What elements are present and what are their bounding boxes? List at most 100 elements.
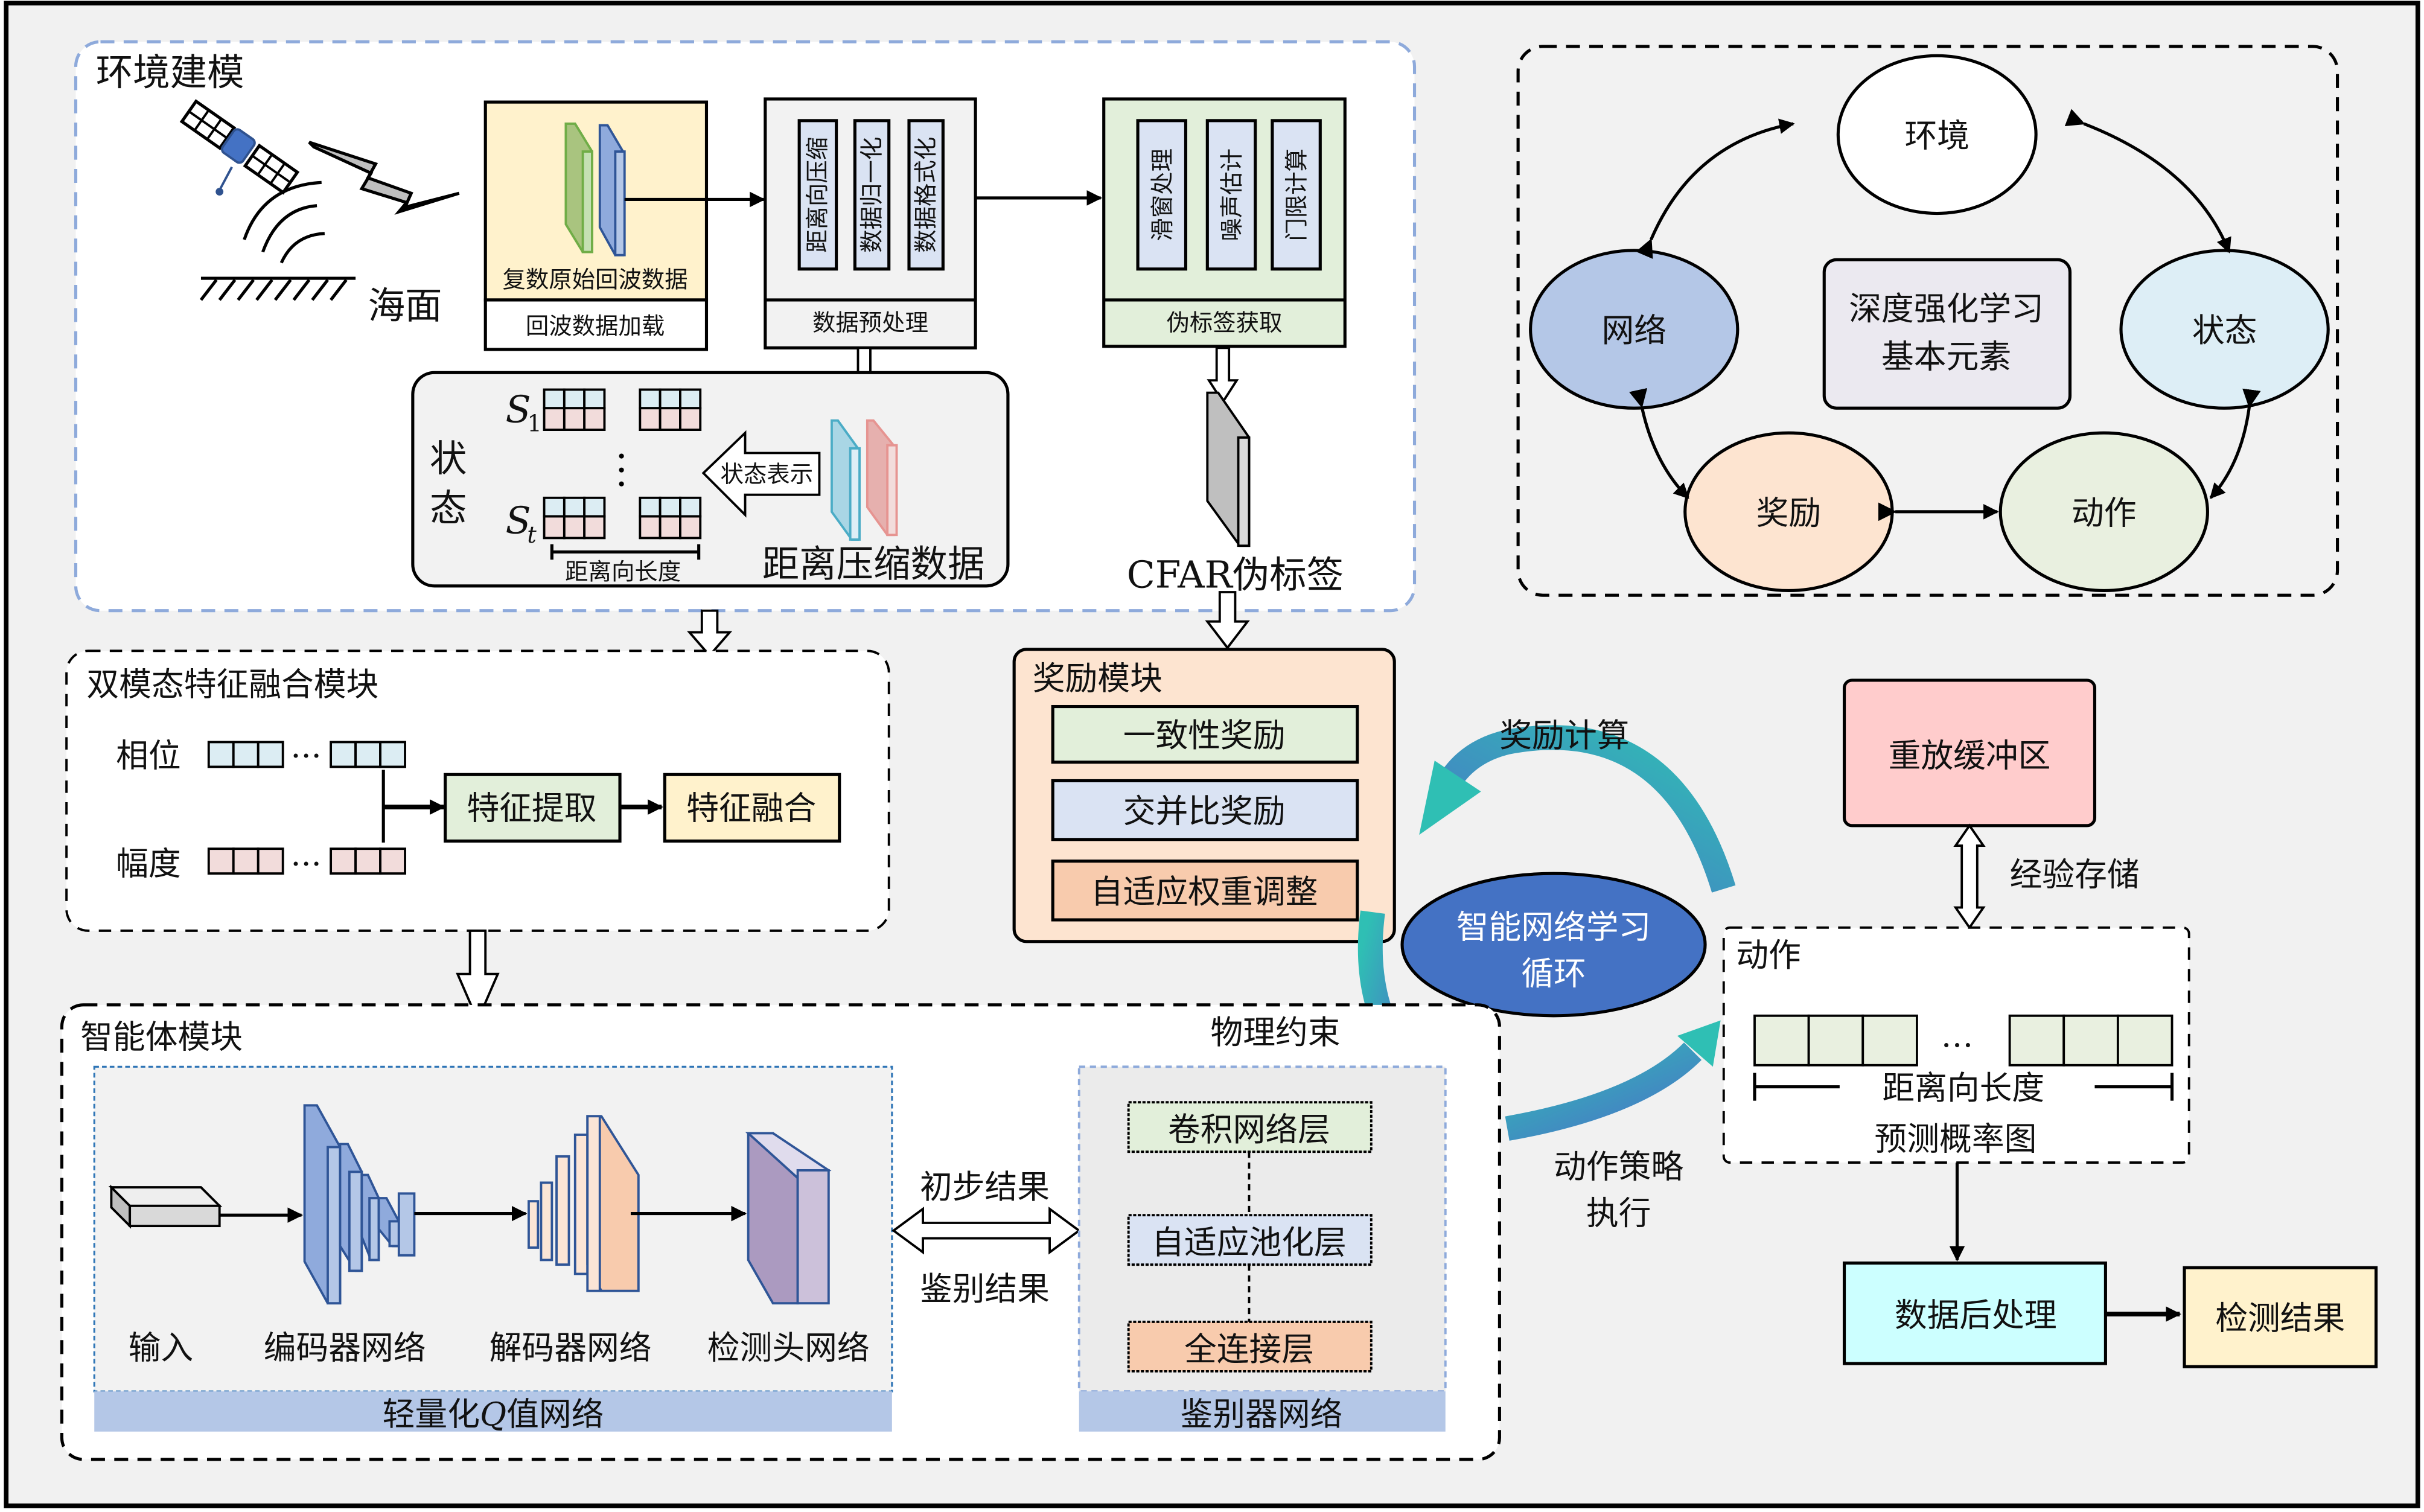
- reward-item-label: 交并比奖励: [1123, 793, 1286, 831]
- loop-arrow-action: [1505, 1042, 1702, 1141]
- echo-data-label: 复数原始回波数据: [502, 266, 687, 293]
- disc-layer-conv: [1127, 1101, 1373, 1153]
- input-block-icon: [108, 1184, 223, 1229]
- reward-item-adaptive: [1051, 860, 1359, 922]
- action-exec-label-2: 执行: [1586, 1195, 1651, 1233]
- env-title: 环境建模: [96, 51, 244, 94]
- action-box: 动作 … 距离向长度 预测概率图: [1722, 926, 2190, 1164]
- drl-node-environment: [1836, 54, 2038, 215]
- action-box-title: 动作: [1736, 936, 1801, 974]
- reward-calc-label: 奖励计算: [1499, 716, 1629, 754]
- reward-module-title: 奖励模块: [1033, 659, 1163, 697]
- detection-head-icon: [745, 1132, 832, 1305]
- preproc-caption: 数据预处理: [812, 310, 928, 337]
- state-cells: [543, 388, 702, 540]
- drl-center-label: 深度强化学习: [1849, 290, 2044, 328]
- fusion-module: 双模态特征融合模块 相位 幅度 ··· ··· 特征提取 特征融合: [65, 649, 890, 932]
- ellipsis: ···: [291, 736, 322, 774]
- stage-label: 解码器网络: [490, 1329, 652, 1367]
- grid-cell: [543, 515, 566, 540]
- physics-constraint-label: 物理约束: [1210, 1013, 1340, 1051]
- qnet-caption: 轻量化Q值网络: [383, 1396, 604, 1434]
- grid-cell: [543, 388, 566, 410]
- disc-layer-label: 自适应池化层: [1152, 1223, 1347, 1262]
- echo-data-icon: [564, 123, 626, 257]
- grid-cell: [354, 741, 381, 768]
- drl-center-label-2: 基本元素: [1881, 338, 2011, 376]
- grid-cell: [563, 515, 586, 540]
- grid-cell: [379, 741, 406, 768]
- lightning-icon: [308, 141, 460, 215]
- grid-cell: [379, 847, 406, 875]
- grid-cell: [1753, 1014, 1810, 1067]
- drl-node-action-label: 动作: [2072, 494, 2137, 532]
- grid-cell: [257, 847, 284, 875]
- grid-cell: [583, 496, 606, 518]
- grid-cell: [207, 847, 235, 875]
- grid-cell: [2008, 1014, 2065, 1067]
- fusion-title: 双模态特征融合模块: [86, 666, 378, 704]
- grid-cell: [583, 388, 606, 410]
- loop-center-label: 智能网络学习: [1456, 908, 1651, 946]
- state-repr-arrow: [701, 430, 821, 518]
- drl-node-network-label: 网络: [1601, 311, 1666, 349]
- arrow-cfar-to-reward: [1205, 591, 1250, 650]
- action-exec-label: 动作策略: [1554, 1148, 1683, 1186]
- prob-map-label: 预测概率图: [1875, 1120, 2037, 1158]
- grid-cell: [330, 847, 357, 875]
- state-st-sub: t: [527, 522, 537, 549]
- sea-surface-icon: [199, 276, 356, 301]
- preproc-item: 数据归一化: [858, 137, 885, 253]
- reward-item-label: 自适应权重调整: [1091, 873, 1318, 911]
- sea-label: 海面: [368, 285, 442, 328]
- drl-arrows: [1629, 109, 2261, 522]
- grid-cell: [659, 388, 681, 410]
- grid-cell: [543, 407, 566, 432]
- grid-cell: [659, 407, 681, 432]
- grid-cell: [659, 515, 681, 540]
- grid-cell: [1861, 1014, 1918, 1067]
- length-label: 距离向长度: [565, 559, 681, 586]
- pseudo-caption: 伪标签获取: [1166, 310, 1282, 337]
- grid-cell: [583, 515, 606, 540]
- grid-cell: [330, 741, 357, 768]
- grid-cell: [563, 496, 586, 518]
- ellipsis: ···: [291, 845, 322, 883]
- grid-cell: [207, 741, 235, 768]
- preproc-items: 距离向压缩 数据归一化 数据格式化: [797, 119, 945, 271]
- loop-arrow-reward-calc: [1440, 725, 1736, 893]
- feature-extract-label: 特征提取: [467, 789, 597, 828]
- reward-item-consistency: [1051, 704, 1359, 764]
- pseudo-item: 噪声估计: [1219, 148, 1246, 241]
- decoder-icon: [528, 1115, 640, 1292]
- stage-label: 检测头网络: [707, 1329, 870, 1367]
- discriminator-caption: 鉴别器网络: [1181, 1396, 1343, 1434]
- echo-load-caption-box: [483, 298, 709, 351]
- range-compressed-label: 距离压缩数据: [762, 543, 985, 585]
- grid-cell: [1807, 1014, 1864, 1067]
- grid-cell: [639, 388, 662, 410]
- preproc-item: 数据格式化: [913, 137, 940, 253]
- encoder-icon: [303, 1104, 416, 1305]
- detection-result-box: [2183, 1266, 2378, 1368]
- range-compressed-data-icon: [831, 419, 898, 541]
- grid-cell: [679, 515, 702, 540]
- stage-label: 编码器网络: [264, 1329, 426, 1367]
- grid-cell: [639, 515, 662, 540]
- grid-cell: [639, 407, 662, 432]
- state-s1-label: S: [506, 388, 531, 431]
- qnet-caption-bar: [94, 1391, 892, 1432]
- grid-cell: [563, 407, 586, 432]
- feature-fuse-box: [663, 773, 841, 843]
- echo-load-caption: 回波数据加载: [526, 313, 665, 340]
- discriminator-caption-bar: [1079, 1391, 1446, 1432]
- agent-title: 智能体模块: [80, 1018, 243, 1056]
- amplitude-label: 幅度: [116, 845, 181, 883]
- arrow-pseudo-down: [1207, 346, 1239, 404]
- grid-cell: [543, 496, 566, 518]
- phase-label: 相位: [116, 736, 181, 774]
- action-cells: [1753, 1014, 2174, 1067]
- satellite-icon: [179, 99, 300, 196]
- env-module-border: [74, 40, 1417, 613]
- drl-node-state-label: 状态: [2192, 311, 2257, 349]
